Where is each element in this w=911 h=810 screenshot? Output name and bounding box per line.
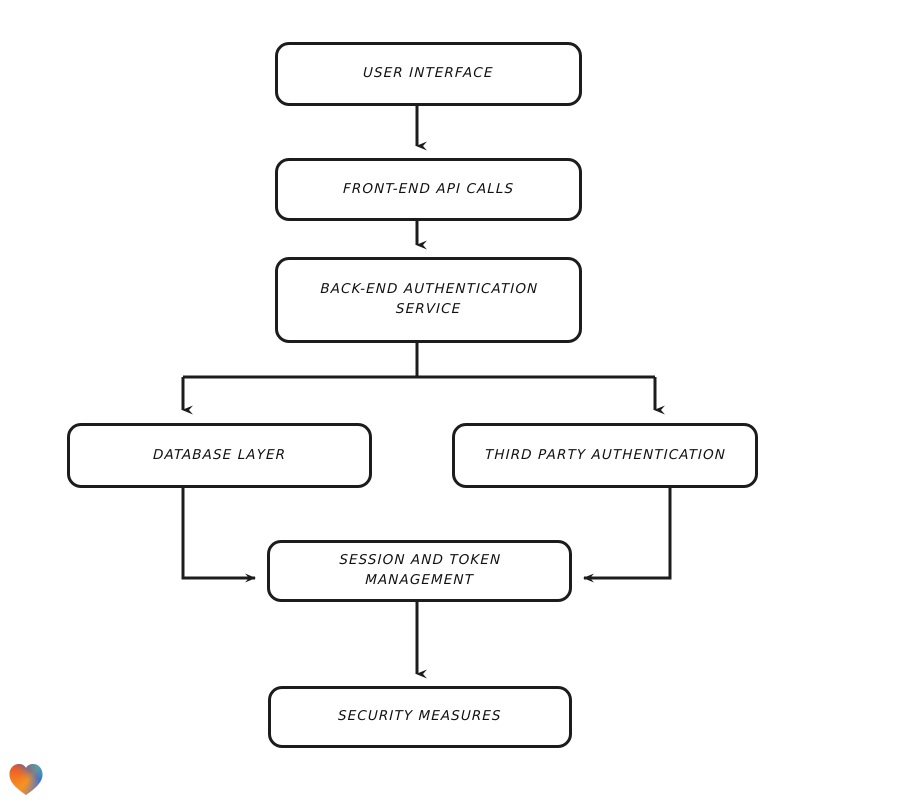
node-label-third-party-authentication: Third Party Authentication (484, 446, 726, 463)
node-label-session-and-token-management: Session and Token Management (338, 552, 502, 588)
node-database-layer[interactable]: Database Layer (67, 423, 372, 488)
edge-database-to-session (181, 488, 256, 583)
node-label-front-end-api-calls: Front-End API Calls (342, 180, 515, 197)
heart-icon (9, 764, 43, 795)
node-session-and-token-management[interactable]: Session and Token Management (267, 540, 572, 602)
node-front-end-api-calls[interactable]: Front-End API Calls (275, 158, 582, 221)
edge-thirdparty-to-session (583, 488, 672, 583)
node-third-party-authentication[interactable]: Third Party Authentication (452, 423, 758, 488)
node-user-interface[interactable]: User Interface (275, 42, 582, 106)
node-back-end-authentication-service[interactable]: Back-End Authentication Service (275, 257, 582, 343)
node-security-measures[interactable]: Security Measures (268, 686, 572, 748)
node-label-back-end-authentication-service: Back-End Authentication Service (319, 281, 539, 317)
node-label-security-measures: Security Measures (337, 708, 503, 725)
node-label-user-interface: User Interface (363, 65, 495, 82)
node-label-database-layer: Database Layer (152, 446, 287, 463)
